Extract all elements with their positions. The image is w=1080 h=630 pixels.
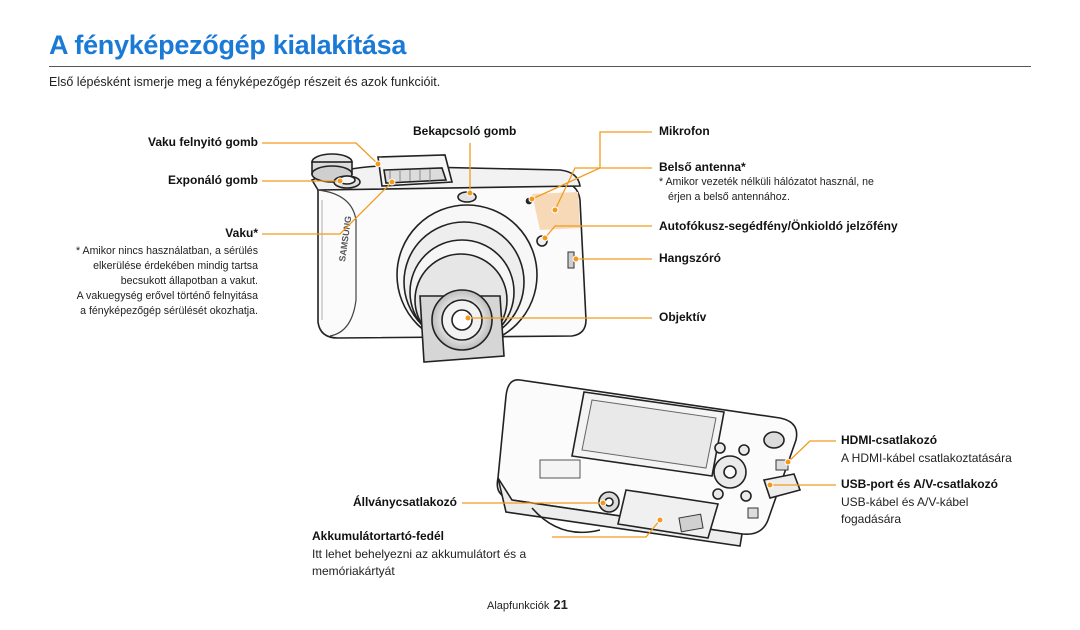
page-number: 21 bbox=[553, 597, 568, 612]
hdmi-description: A HDMI-kábel csatlakoztatására bbox=[841, 451, 1012, 465]
usb-description: USB-kábel és A/V-kábel fogadására bbox=[841, 495, 969, 526]
front-camera bbox=[310, 153, 587, 363]
antenna-note: * Amikor vezeték nélküli hálózatot haszn… bbox=[659, 176, 874, 203]
label-flash-release-button: Vaku felnyitó gomb bbox=[147, 135, 258, 149]
intro-text: Első lépésként ismerje meg a fényképezőg… bbox=[49, 75, 441, 89]
label-battery-cover: Akkumulátortartó-fedél bbox=[312, 529, 445, 543]
callout-dots bbox=[336, 160, 792, 524]
label-microphone: Mikrofon bbox=[659, 124, 710, 138]
label-power-button: Bekapcsoló gomb bbox=[413, 124, 517, 138]
label-shutter-button: Exponáló gomb bbox=[168, 173, 258, 187]
page-title: A fényképezőgép kialakítása bbox=[49, 30, 407, 60]
label-hdmi-port: HDMI-csatlakozó bbox=[841, 433, 938, 447]
battery-description: Itt lehet behelyezni az akkumulátort és … bbox=[312, 547, 527, 578]
flash-note: * Amikor nincs használatban, a sérülés e… bbox=[76, 245, 258, 317]
bottom-camera bbox=[496, 379, 802, 547]
label-lens: Objektív bbox=[659, 310, 707, 324]
label-af-lamp: Autofókusz-segédfény/Önkioldó jelzőfény bbox=[659, 219, 898, 233]
label-internal-antenna: Belső antenna* bbox=[659, 160, 746, 174]
label-flash: Vaku* bbox=[225, 226, 258, 240]
label-speaker: Hangszóró bbox=[659, 251, 722, 265]
footer-section: Alapfunkciók bbox=[487, 600, 550, 612]
label-tripod-mount: Állványcsatlakozó bbox=[352, 495, 457, 509]
label-usb-av-port: USB-port és A/V-csatlakozó bbox=[841, 477, 998, 491]
title-divider bbox=[49, 66, 1031, 67]
callout-lines bbox=[262, 131, 836, 538]
